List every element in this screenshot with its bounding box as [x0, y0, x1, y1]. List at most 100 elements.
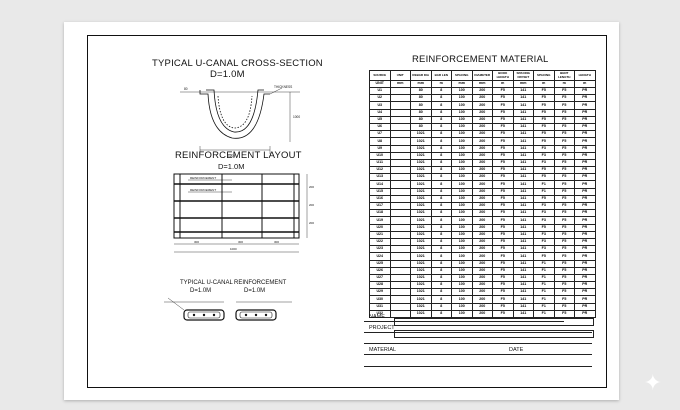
table-cell: PR — [574, 144, 596, 153]
table-cell — [389, 288, 411, 297]
table-cell: 8 — [430, 130, 452, 139]
table-cell: F5 — [533, 223, 555, 232]
table-cell: PR — [574, 281, 596, 290]
table-cell: 200 — [471, 137, 493, 146]
table-cell: 1021 — [410, 209, 432, 218]
table-cell: U22 — [369, 237, 391, 247]
section-title: TYPICAL U-CANAL CROSS-SECTION — [152, 58, 323, 69]
table-cell: 200 — [471, 194, 493, 204]
table-cell: 80 — [410, 86, 432, 96]
table-cell: F5 — [492, 151, 514, 160]
table-cell: 100 — [451, 94, 473, 103]
table-cell: 200 — [471, 273, 493, 283]
table-cell: 141 — [512, 295, 534, 304]
table-cell: PR — [574, 273, 596, 283]
table-cell: 200 — [471, 94, 493, 103]
table-cell: 1021 — [410, 151, 432, 160]
table-cell: U27 — [369, 273, 391, 283]
table-cell: F5 — [553, 309, 575, 319]
table-cell: 8 — [430, 302, 452, 311]
table-cell: 1021 — [410, 194, 432, 204]
table-cell: 8 — [430, 86, 452, 96]
table-cell: 1021 — [410, 252, 432, 261]
table-cell: PR — [574, 137, 596, 146]
table-cell: F1 — [533, 180, 555, 189]
table-cell: F5 — [492, 101, 514, 110]
table-cell: 1021 — [410, 173, 432, 182]
table-cell: F5 — [553, 144, 575, 153]
table-unit-cell: mm — [410, 80, 432, 88]
table-cell: 8 — [430, 187, 452, 196]
table-cell — [389, 173, 411, 182]
table-cell: 8 — [430, 252, 452, 261]
table-cell: F5 — [533, 122, 555, 132]
table-cell: F5 — [553, 259, 575, 268]
table-cell: F5 — [492, 266, 514, 275]
table-cell: 200 — [471, 209, 493, 218]
table-cell: 1021 — [410, 180, 432, 189]
table-cell — [389, 237, 411, 247]
table-cell: F5 — [533, 252, 555, 261]
table-cell: F5 — [553, 108, 575, 117]
table-cell: 8 — [430, 158, 452, 168]
table-cell: 200 — [471, 158, 493, 168]
table-cell: 80 — [410, 122, 432, 132]
table-cell: U5 — [369, 115, 391, 124]
table-cell: U30 — [369, 295, 391, 304]
table-cell: 200 — [471, 288, 493, 297]
svg-text:200: 200 — [309, 185, 314, 189]
table-cell — [389, 151, 411, 160]
table-cell: U28 — [369, 281, 391, 290]
table-cell: F5 — [553, 137, 575, 146]
svg-text:300: 300 — [274, 240, 279, 244]
table-cell: U29 — [369, 288, 391, 297]
table-cell: F1 — [533, 295, 555, 304]
table-cell: PR — [574, 180, 596, 189]
table-cell: 200 — [471, 216, 493, 225]
table-cell: 141 — [512, 216, 534, 225]
table-cell: F1 — [533, 302, 555, 311]
table-cell: PR — [574, 122, 596, 132]
table-cell: F5 — [553, 266, 575, 275]
small-reinforcement-dimension: D=1.0M — [244, 288, 266, 294]
table-cell: F5 — [553, 288, 575, 297]
table-cell: 100 — [451, 230, 473, 239]
table-cell: F5 — [492, 86, 514, 96]
table-cell: 200 — [471, 151, 493, 160]
table-cell: PR — [574, 151, 596, 160]
table-header-cell: SPACING — [533, 70, 555, 81]
table-header-cell: SPACING OFFSET — [512, 70, 534, 81]
table-cell: 8 — [430, 266, 452, 275]
table-cell: 100 — [451, 295, 473, 304]
table-cell: F5 — [492, 295, 514, 304]
sparkle-icon: ✦ — [643, 370, 662, 395]
table-cell: F3 — [533, 151, 555, 160]
project-field[interactable] — [394, 330, 594, 338]
table-cell: 8 — [430, 94, 452, 103]
table-cell: 1021 — [410, 273, 432, 283]
table-cell: F5 — [492, 187, 514, 196]
table-cell: F5 — [553, 252, 575, 261]
name-field[interactable] — [394, 318, 594, 326]
table-cell: F1 — [533, 288, 555, 297]
table-cell: 141 — [512, 288, 534, 297]
table-cell: 1021 — [410, 144, 432, 153]
table-header-cell: SPACING — [451, 70, 473, 81]
table-cell: 1021 — [410, 309, 432, 319]
table-cell: F3 — [533, 237, 555, 247]
table-cell: 100 — [451, 166, 473, 175]
table-cell: 200 — [471, 281, 493, 290]
table-cell: F5 — [533, 166, 555, 175]
project-line — [364, 332, 592, 333]
table-cell: F5 — [492, 309, 514, 319]
table-cell: U23 — [369, 245, 391, 254]
